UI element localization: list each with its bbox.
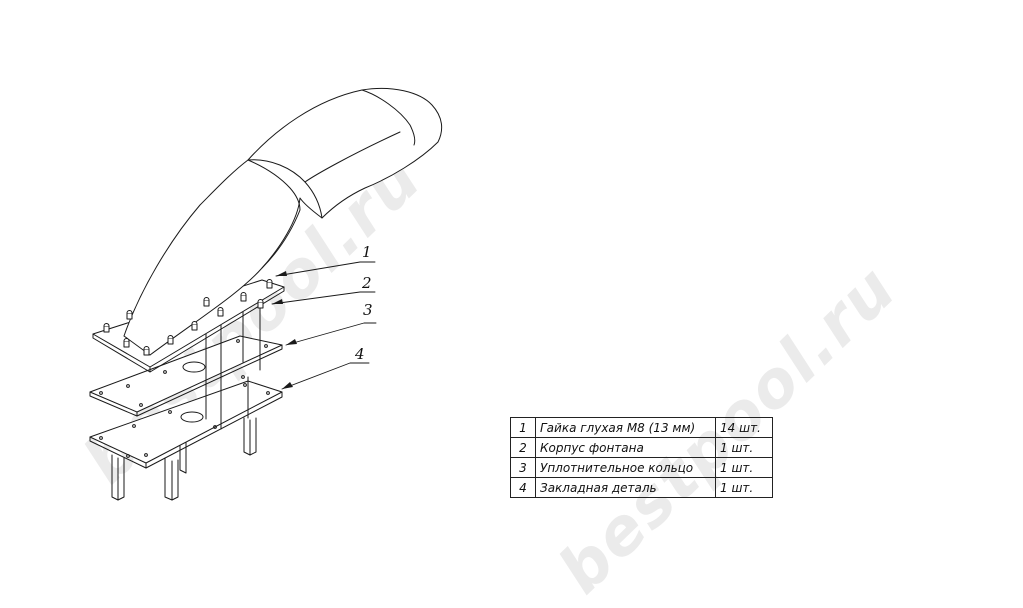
callout-label-4: 4: [355, 345, 365, 363]
callout-label-2: 2: [362, 274, 372, 292]
part-number: 3: [510, 457, 536, 478]
leader-arrowheads: [272, 271, 297, 389]
part-quantity: 1 шт.: [715, 477, 773, 498]
part-number: 1: [510, 417, 536, 438]
part-name: Гайка глухая М8 (13 мм): [535, 417, 716, 438]
part-name: Уплотнительное кольцо: [535, 457, 716, 478]
table-row: 1 Гайка глухая М8 (13 мм) 14 шт.: [510, 417, 773, 438]
part-quantity: 1 шт.: [715, 457, 773, 478]
part-name: Корпус фонтана: [535, 437, 716, 458]
table-row: 4 Закладная деталь 1 шт.: [510, 477, 773, 498]
callout-label-1: 1: [362, 243, 372, 261]
embedded-plate: [89, 380, 283, 469]
part-number: 2: [510, 437, 536, 458]
part-quantity: 14 шт.: [715, 417, 773, 438]
parts-table: 1 Гайка глухая М8 (13 мм) 14 шт. 2 Корпу…: [510, 417, 773, 498]
part-quantity: 1 шт.: [715, 437, 773, 458]
table-row: 2 Корпус фонтана 1 шт.: [510, 437, 773, 458]
callout-label-3: 3: [363, 301, 373, 319]
fountain-assembly-drawing: [89, 87, 443, 501]
part-name: Закладная деталь: [535, 477, 716, 498]
fountain-body: [123, 87, 443, 356]
support-legs: [111, 417, 257, 501]
table-row: 3 Уплотнительное кольцо 1 шт.: [510, 457, 773, 478]
dome-nuts: [103, 279, 273, 356]
leader-lines: [271, 261, 377, 390]
sealing-plate: [89, 335, 283, 417]
part-number: 4: [510, 477, 536, 498]
